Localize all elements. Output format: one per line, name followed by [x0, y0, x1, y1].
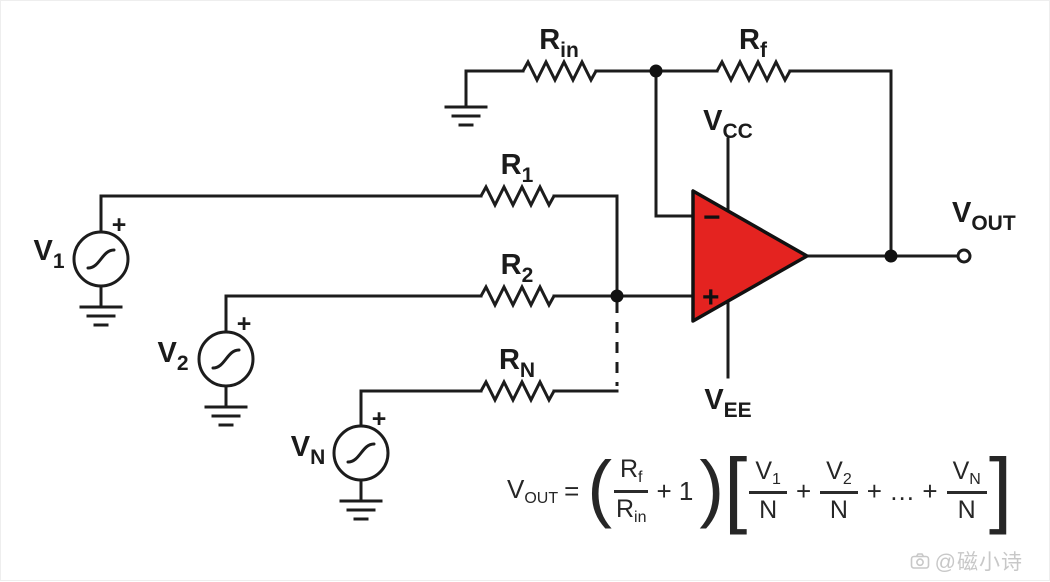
label-vout: VOUT	[952, 197, 1016, 235]
equals-sign: =	[564, 475, 580, 506]
polarity-plus: +	[372, 405, 387, 433]
wire-v2-branch	[224, 294, 483, 334]
label-vee: VEE	[704, 384, 751, 422]
open-bracket: [	[724, 441, 748, 535]
wire	[464, 69, 525, 109]
wire-vn-branch	[359, 389, 483, 428]
noninverting-input-sign: +	[702, 281, 720, 314]
label-rn: RN	[499, 344, 535, 382]
ground-symbol-v1	[79, 305, 123, 327]
node-feedback	[649, 64, 663, 78]
plus-one: + 1	[656, 475, 694, 506]
waveform-icon	[211, 348, 241, 370]
resistor-r2	[479, 283, 556, 309]
wire-to-inverting-input	[654, 69, 695, 218]
voltage-source-vn: +	[332, 405, 390, 482]
label-v2: V2	[157, 337, 188, 375]
close-bracket: ]	[988, 441, 1013, 535]
open-paren: (	[587, 446, 612, 529]
term-v1: V1 N	[749, 457, 787, 525]
waveform-icon	[86, 248, 116, 270]
inverting-input-sign: −	[703, 201, 721, 234]
close-paren: )	[699, 446, 725, 529]
opamp: − +	[691, 189, 809, 323]
ground-symbol-vn	[339, 499, 383, 521]
waveform-icon	[346, 442, 376, 464]
node-output	[884, 249, 898, 263]
wires	[99, 69, 960, 503]
node-summing-junction	[610, 289, 624, 303]
ground-symbol-v2	[204, 405, 248, 427]
voltage-source-v1: +	[72, 211, 130, 288]
wire-r1-to-junction	[552, 194, 619, 298]
resistor-rf	[715, 58, 792, 84]
label-vn: VN	[291, 431, 326, 469]
watermark-handle: @磁小诗	[934, 551, 1023, 574]
output-formula: VOUT = ( Rf Rin + 1 ) [ V1 N + V2 N + … …	[507, 445, 1012, 537]
resistor-r1	[479, 183, 556, 209]
resistor-rn	[479, 378, 556, 404]
wire-v1-branch	[99, 194, 483, 234]
term-v2: V2 N	[820, 457, 858, 525]
ground-symbol-top	[444, 105, 488, 127]
watermark: @磁小诗	[910, 546, 1023, 576]
resistor-rin	[521, 58, 598, 84]
formula-vout: VOUT	[507, 474, 559, 507]
term-vn: VN N	[946, 457, 987, 525]
voltage-source-v2: +	[197, 310, 255, 388]
label-r2: R2	[501, 249, 534, 287]
polarity-plus: +	[237, 310, 252, 338]
label-v1: V1	[33, 235, 64, 273]
gain-fraction: Rf Rin	[613, 455, 649, 526]
label-rf: Rf	[739, 24, 768, 62]
polarity-plus: +	[112, 211, 127, 239]
ellipsis-operator: + … +	[866, 475, 938, 506]
label-r1: R1	[501, 149, 534, 187]
plus-operator: +	[795, 475, 812, 506]
camera-icon	[910, 553, 929, 569]
output-terminal	[956, 248, 972, 264]
opamp-triangle	[691, 189, 809, 323]
label-rin: Rin	[539, 24, 579, 62]
label-vcc: VCC	[703, 105, 753, 143]
